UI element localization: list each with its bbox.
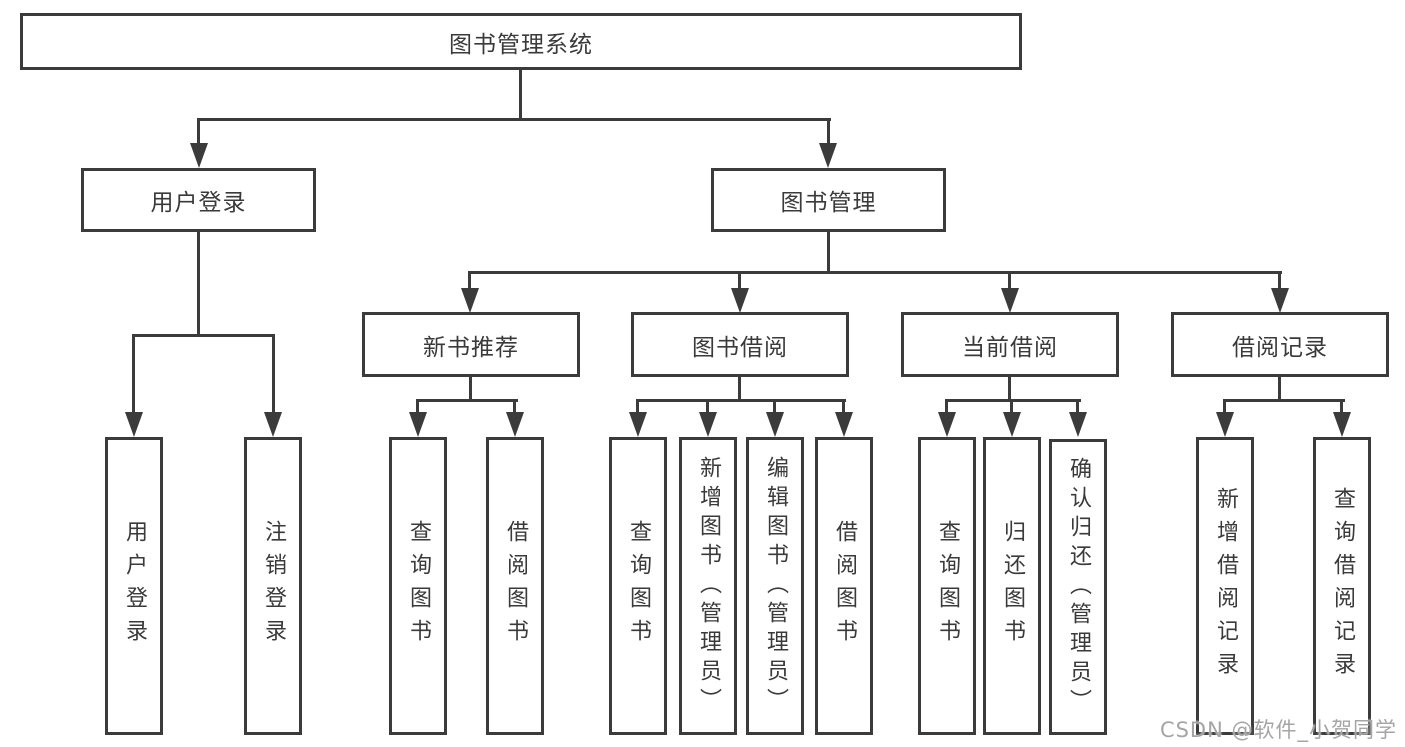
connector-line xyxy=(1278,271,1281,291)
node-current-borrowing: 当前借阅 xyxy=(901,312,1119,377)
leaf-edit-books-admin: 编辑图书（管理员） xyxy=(746,437,804,735)
arrowhead-down-icon xyxy=(766,412,784,437)
node-new-book-recommendation: 新书推荐 xyxy=(362,312,580,377)
connector-line xyxy=(197,118,200,146)
leaf-add-books-admin: 新增图书（管理员） xyxy=(679,437,737,735)
node-label: 图书管理 xyxy=(780,190,877,216)
arrowhead-down-icon xyxy=(731,288,749,313)
connector-line xyxy=(1278,377,1281,402)
arrowhead-down-icon xyxy=(1216,412,1234,437)
node-label: 归还图书 xyxy=(1000,520,1025,652)
node-label: 借阅图书 xyxy=(832,520,857,652)
connector-line xyxy=(513,399,516,414)
node-label: 借阅记录 xyxy=(1232,334,1328,361)
arrowhead-down-icon xyxy=(461,288,479,313)
arrowhead-down-icon xyxy=(1333,412,1351,437)
node-label: 新增图书（管理员） xyxy=(696,455,721,717)
node-label: 查询图书 xyxy=(626,520,651,652)
connector-line xyxy=(945,399,948,414)
connector-line xyxy=(945,399,1081,402)
connector-line xyxy=(469,377,472,402)
connector-line xyxy=(1008,271,1011,291)
node-label: 注销登录 xyxy=(261,520,286,652)
leaf-return-books: 归还图书 xyxy=(983,437,1041,735)
connector-line xyxy=(1223,399,1345,402)
connector-line xyxy=(738,377,741,402)
connector-line xyxy=(1076,399,1079,414)
connector-line xyxy=(1223,399,1226,414)
leaf-add-borrow-record: 新增借阅记录 xyxy=(1196,437,1254,735)
node-label: 编辑图书（管理员） xyxy=(763,455,788,717)
arrowhead-down-icon xyxy=(1003,412,1021,437)
leaf-logout-login: 注销登录 xyxy=(244,437,302,735)
leaf-query-books-borrowing: 查询图书 xyxy=(609,437,667,735)
arrowhead-down-icon xyxy=(125,412,143,437)
node-book-management: 图书管理 xyxy=(711,168,946,232)
connector-line xyxy=(1010,399,1013,414)
node-library-management-system: 图书管理系统 xyxy=(20,13,1022,70)
arrowhead-down-icon xyxy=(1271,288,1289,313)
arrowhead-down-icon xyxy=(629,412,647,437)
leaf-query-books-current: 查询图书 xyxy=(918,437,976,735)
arrowhead-down-icon xyxy=(264,412,282,437)
arrowhead-down-icon xyxy=(819,143,837,168)
node-label: 图书借阅 xyxy=(692,334,788,361)
arrowhead-down-icon xyxy=(1001,288,1019,313)
node-label: 新增借阅记录 xyxy=(1213,487,1238,685)
node-label: 用户登录 xyxy=(150,190,247,216)
node-label: 当前借阅 xyxy=(962,334,1058,361)
node-label: 查询图书 xyxy=(935,520,960,652)
arrowhead-down-icon xyxy=(699,412,717,437)
connector-line xyxy=(1340,399,1343,414)
connector-line xyxy=(468,271,1282,274)
connector-line xyxy=(738,271,741,291)
connector-line xyxy=(636,399,639,414)
arrowhead-down-icon xyxy=(938,412,956,437)
leaf-borrow-books-recommend: 借阅图书 xyxy=(486,437,544,735)
arrowhead-down-icon xyxy=(835,412,853,437)
connector-line xyxy=(706,399,709,414)
node-book-borrowing: 图书借阅 xyxy=(631,312,849,377)
connector-line xyxy=(416,399,518,402)
node-label: 新书推荐 xyxy=(423,334,519,361)
connector-line xyxy=(519,69,522,120)
leaf-query-borrow-record: 查询借阅记录 xyxy=(1313,437,1371,735)
node-label: 查询图书 xyxy=(406,520,431,652)
connector-line xyxy=(416,399,419,414)
arrowhead-down-icon xyxy=(409,412,427,437)
leaf-user-login: 用户登录 xyxy=(105,437,163,735)
leaf-borrow-books-borrowing: 借阅图书 xyxy=(815,437,873,735)
connector-line xyxy=(132,334,275,337)
leaf-confirm-return-admin: 确认归还（管理员） xyxy=(1049,439,1107,735)
leaf-query-books-recommend: 查询图书 xyxy=(389,437,447,735)
connector-line xyxy=(197,118,831,121)
watermark: CSDN @软件_小贺同学 xyxy=(1159,718,1397,742)
connector-line xyxy=(468,271,471,291)
connector-line xyxy=(636,399,846,402)
node-borrowing-records: 借阅记录 xyxy=(1171,312,1389,377)
node-label: 图书管理系统 xyxy=(449,31,593,58)
connector-line xyxy=(1008,377,1011,402)
connector-line xyxy=(132,334,135,414)
connector-line xyxy=(773,399,776,414)
connector-line xyxy=(827,118,830,146)
connector-line xyxy=(197,232,200,336)
node-label: 用户登录 xyxy=(122,520,147,652)
connector-line xyxy=(272,334,275,414)
connector-line xyxy=(842,399,845,414)
node-user-login: 用户登录 xyxy=(81,168,316,232)
node-label: 查询借阅记录 xyxy=(1330,487,1355,685)
arrowhead-down-icon xyxy=(1069,412,1087,437)
connector-line xyxy=(827,232,830,274)
node-label: 确认归还（管理员） xyxy=(1066,456,1091,718)
arrowhead-down-icon xyxy=(190,143,208,168)
arrowhead-down-icon xyxy=(506,412,524,437)
node-label: 借阅图书 xyxy=(503,520,528,652)
